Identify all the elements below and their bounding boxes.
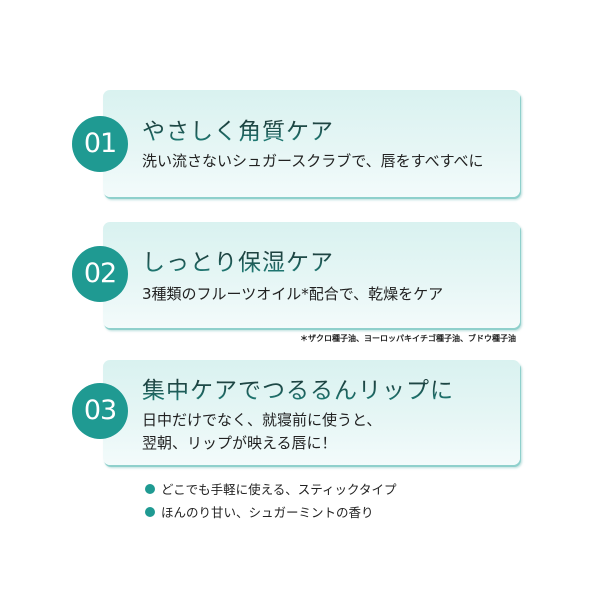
feature-description-line: 翌朝、リップが映える唇に！ bbox=[142, 434, 337, 452]
feature-title: しっとり保湿ケア bbox=[142, 243, 334, 277]
feature-number-badge: 03 bbox=[72, 383, 128, 439]
bullet-dot-icon bbox=[145, 483, 155, 494]
bullet-text: どこでも手軽に使える、スティックタイプ bbox=[161, 482, 397, 497]
bullet-item: ほんのり甘い、シュガーミントの香り bbox=[145, 502, 374, 521]
feature-description: 洗い流さないシュガースクラブで、唇をすべすべに bbox=[142, 152, 484, 170]
feature-card-02 bbox=[103, 222, 520, 328]
feature-number-badge: 01 bbox=[72, 116, 128, 172]
bullet-item: どこでも手軽に使える、スティックタイプ bbox=[145, 479, 397, 498]
footnote: ＊ザクロ種子油、ヨーロッパキイチゴ種子油、ブドウ種子油 bbox=[300, 334, 516, 343]
bullet-text: ほんのり甘い、シュガーミントの香り bbox=[161, 505, 374, 520]
bullet-dot-icon bbox=[145, 506, 155, 517]
feature-title: やさしく角質ケア bbox=[142, 112, 334, 146]
feature-description-line: 日中だけでなく、就寝前に使うと、 bbox=[142, 411, 382, 429]
feature-card-03 bbox=[103, 360, 520, 465]
feature-number-badge: 02 bbox=[72, 246, 128, 302]
feature-card-01 bbox=[103, 90, 520, 197]
feature-description: 3種類のフルーツオイル*配合で、乾燥をケア bbox=[142, 285, 444, 303]
feature-title: 集中ケアでつるるんリップに bbox=[142, 371, 454, 405]
